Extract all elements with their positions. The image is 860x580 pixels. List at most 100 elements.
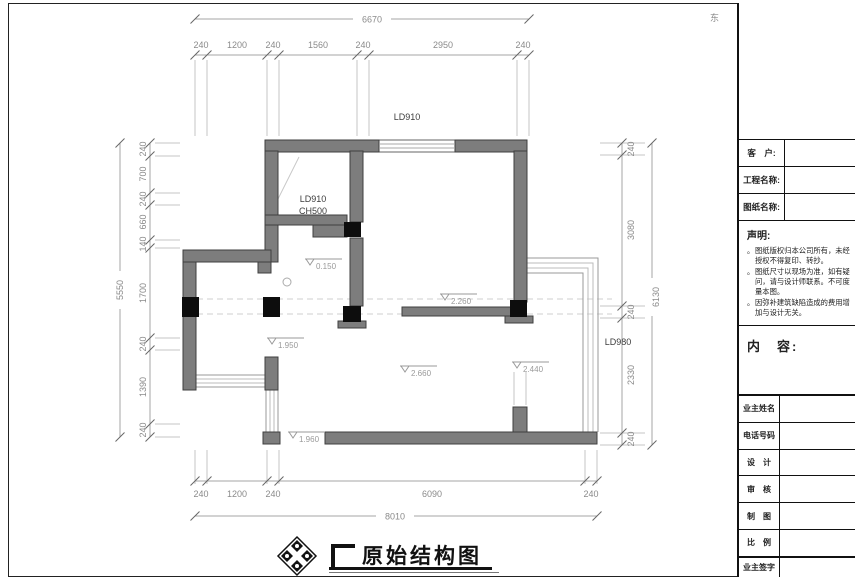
info-row-scale: 比 例 (739, 529, 855, 557)
dim-label: 660 (138, 214, 148, 229)
title-underline (329, 572, 499, 573)
declaration-item: 。 图纸尺寸以现场为准，如有疑问，请与设计师联系。不可度量本图。 (747, 267, 850, 297)
dim-label: 240 (193, 489, 208, 499)
level-marker: 2.260 (440, 293, 477, 306)
dim-label: 240 (515, 40, 530, 50)
dim-label: 1560 (308, 40, 328, 50)
drain-symbol (282, 277, 292, 287)
field-value (785, 140, 855, 166)
dimension-ticks (115, 14, 657, 521)
dim-label: 240 (193, 40, 208, 50)
declaration-text: 图纸尺寸以现场为准，如有疑问，请与设计师联系。不可度量本图。 (755, 267, 850, 296)
dim-label: 240 (583, 489, 598, 499)
field-project-name: 工程名称: (739, 167, 855, 194)
info-value (780, 450, 855, 476)
dim-label: 240 (265, 40, 280, 50)
field-value (785, 167, 855, 193)
dim-label: 140 (138, 236, 148, 251)
window-lines (195, 139, 599, 432)
svg-text:1.950: 1.950 (278, 341, 299, 350)
content-section: 内 容: (739, 326, 855, 396)
svg-text:2.260: 2.260 (451, 297, 472, 306)
info-label: 设 计 (739, 449, 780, 476)
info-row-owner-name: 业主姓名 (739, 396, 855, 423)
dim-label: 1200 (227, 489, 247, 499)
dim-label: 3080 (626, 220, 636, 240)
dimension-labels: 6670 240 1200 240 1560 240 2950 240 5550… (115, 15, 661, 522)
info-label: 比 例 (739, 529, 780, 556)
dim-label: 1390 (138, 377, 148, 397)
bullet: 。 (747, 298, 755, 307)
svg-text:2.660: 2.660 (411, 369, 432, 378)
beam-dashed-lines (197, 298, 612, 315)
dim-label: 240 (138, 422, 148, 437)
signature-label: 业主签字 (739, 557, 780, 577)
dim-label: 2330 (626, 365, 636, 385)
info-row-phone: 电话号码 (739, 422, 855, 450)
info-row-designer: 设 计 (739, 449, 855, 477)
info-label: 审 核 (739, 476, 780, 503)
dim-label: 240 (626, 141, 636, 156)
info-value (780, 503, 855, 529)
title-bracket (331, 544, 355, 548)
dim-label: 6090 (422, 489, 442, 499)
field-customer: 客 户: (739, 140, 855, 167)
declaration-heading: 声明: (747, 231, 771, 242)
svg-text:1.960: 1.960 (299, 435, 320, 444)
info-value (780, 530, 855, 556)
info-value (780, 396, 855, 422)
dim-label: 240 (265, 489, 280, 499)
dim-label: 240 (138, 141, 148, 156)
declaration-item: 。 因弥补建筑缺陷造成的费用增加与设计无关。 (747, 298, 850, 318)
level-markers: 0.150 1.950 2.260 2.660 2.440 1.960 (267, 258, 549, 444)
columns (182, 222, 527, 322)
info-value (780, 476, 855, 502)
bullet: 。 (747, 246, 755, 255)
level-marker: 1.960 (288, 431, 325, 444)
dim-label: 240 (138, 191, 148, 206)
dim-label: 240 (355, 40, 370, 50)
dim-label: 6130 (651, 287, 661, 307)
dim-label: 1200 (227, 40, 247, 50)
walls (182, 139, 598, 445)
info-row-drafter: 制 图 (739, 503, 855, 530)
extension-lines (155, 60, 645, 484)
declaration-text: 因弥补建筑缺陷造成的费用增加与设计无关。 (755, 298, 850, 317)
level-marker: 1.950 (267, 337, 304, 350)
field-label: 工程名称: (739, 167, 785, 193)
title-underline (329, 567, 492, 570)
signature-value (780, 558, 855, 577)
content-heading: 内 容: (747, 339, 799, 354)
info-label: 电话号码 (739, 422, 780, 449)
info-label: 业主姓名 (739, 396, 780, 422)
company-logo (276, 535, 318, 577)
info-value (780, 423, 855, 449)
window-label-ch500-room: CH500 (299, 206, 327, 216)
declaration-section: 声明: 。 图纸版权归本公司所有，未经授权不得复印、转抄。 。 图纸尺寸以现场为… (739, 221, 855, 326)
window-label-ld980: LD980 (605, 337, 632, 347)
level-marker: 2.660 (400, 365, 437, 378)
drawing-title: 原始结构图 (362, 545, 482, 568)
dim-label: 240 (626, 304, 636, 319)
info-label: 制 图 (739, 503, 780, 529)
svg-text:0.150: 0.150 (316, 262, 337, 271)
field-label: 图纸名称: (739, 194, 785, 220)
dim-label: 6670 (362, 15, 382, 25)
dim-label: 240 (138, 336, 148, 351)
dim-label: 240 (626, 431, 636, 446)
window-label-ld910-room: LD910 (300, 194, 327, 204)
level-marker: 2.440 (512, 361, 549, 374)
dim-label: 5550 (115, 280, 125, 300)
dim-label: 8010 (385, 512, 405, 522)
declaration-text: 图纸版权归本公司所有，未经授权不得复印、转抄。 (755, 246, 850, 265)
window-labels: LD910 LD910 CH500 LD980 (299, 112, 631, 347)
title-bracket (331, 544, 335, 570)
info-row-reviewer: 审 核 (739, 476, 855, 504)
dim-label: 2950 (433, 40, 453, 50)
field-value (785, 194, 855, 220)
signature-row: 业主签字 (739, 556, 855, 577)
field-label: 客 户: (739, 140, 785, 166)
svg-text:2.440: 2.440 (523, 365, 544, 374)
